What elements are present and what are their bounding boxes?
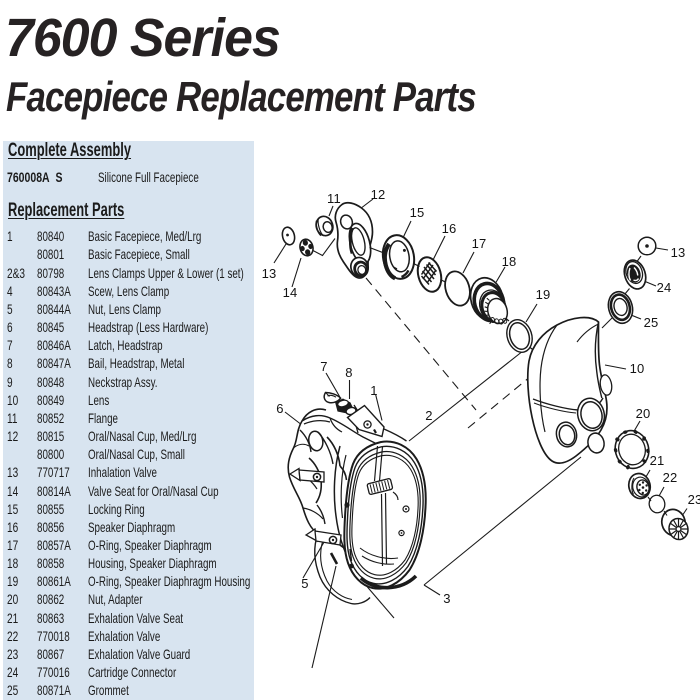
svg-text:6: 6: [276, 401, 283, 416]
svg-text:10: 10: [630, 361, 645, 376]
svg-text:21: 21: [650, 453, 665, 468]
svg-text:15: 15: [410, 205, 425, 220]
svg-text:7: 7: [320, 359, 327, 374]
svg-text:5: 5: [301, 576, 308, 591]
svg-text:13: 13: [671, 245, 686, 260]
svg-text:17: 17: [472, 236, 487, 251]
svg-text:3: 3: [443, 591, 450, 606]
svg-text:18: 18: [502, 254, 517, 269]
svg-text:12: 12: [371, 187, 386, 202]
svg-text:25: 25: [644, 315, 659, 330]
svg-text:24: 24: [657, 280, 672, 295]
svg-text:23: 23: [688, 492, 700, 507]
svg-text:13: 13: [262, 266, 277, 281]
svg-text:8: 8: [345, 365, 352, 380]
svg-text:22: 22: [663, 470, 678, 485]
svg-text:16: 16: [442, 221, 457, 236]
svg-text:20: 20: [636, 406, 651, 421]
svg-text:1: 1: [370, 383, 377, 398]
svg-text:19: 19: [536, 287, 551, 302]
svg-text:14: 14: [283, 285, 298, 300]
svg-text:11: 11: [327, 191, 341, 206]
svg-text:2: 2: [425, 408, 432, 423]
